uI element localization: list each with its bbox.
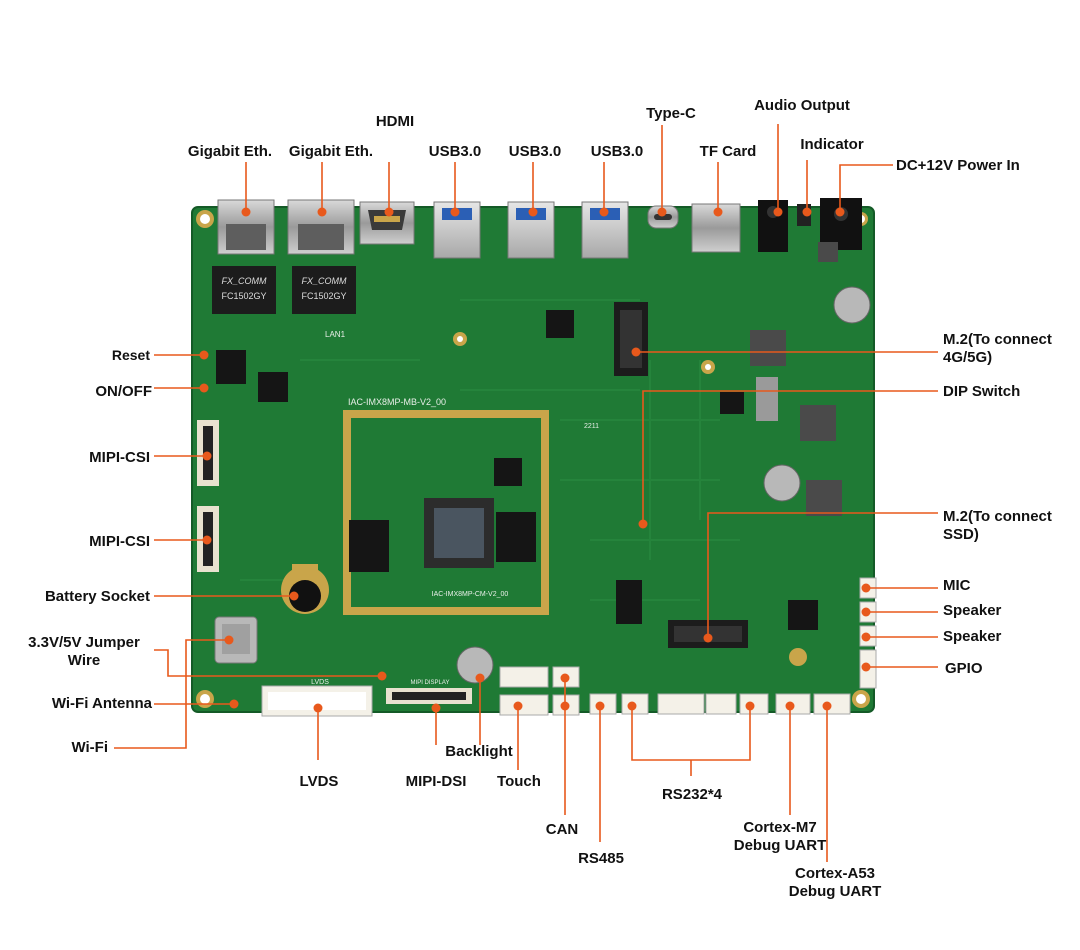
capacitors	[456, 286, 871, 684]
label-gigabit-eth-2: Gigabit Eth.	[288, 143, 374, 160]
label-lvds: LVDS	[299, 773, 339, 790]
label-mic: MIC	[943, 577, 971, 594]
label-jumper-wire: 3.3V/5V Jumper Wire	[28, 634, 140, 669]
label-usb30-3: USB3.0	[590, 143, 644, 160]
type-c-port	[647, 205, 679, 229]
svg-text:FC1502GY: FC1502GY	[301, 291, 346, 301]
label-mipi-dsi: MIPI-DSI	[405, 773, 467, 790]
label-battery-socket: Battery Socket	[44, 588, 150, 605]
usb3-port-1	[433, 201, 481, 259]
label-touch: Touch	[497, 773, 541, 790]
lan-transformer-2: FX_COMM FC1502GY	[292, 266, 356, 314]
som-module: IAC-IMX8MP-CM-V2_00	[343, 410, 549, 615]
label-can: CAN	[545, 821, 579, 838]
label-hdmi: HDMI	[375, 113, 415, 130]
m2-slot-4g	[614, 302, 648, 376]
label-usb30-1: USB3.0	[428, 143, 482, 160]
svg-text:FX_COMM: FX_COMM	[302, 276, 348, 286]
hdmi-port	[359, 201, 415, 245]
rj45-port-1	[217, 199, 275, 255]
label-tf-card: TF Card	[699, 143, 757, 160]
label-cortex-m7: Cortex-M7 Debug UART	[733, 819, 827, 854]
mipi-dsi-connector: MIPI DISPLAY	[386, 680, 472, 704]
leader-lines	[114, 124, 938, 862]
label-mipi-csi-1: MIPI-CSI	[89, 449, 150, 466]
label-backlight: Backlight	[445, 743, 513, 760]
label-m2-4g: M.2(To connect 4G/5G)	[943, 331, 1052, 366]
label-speaker-1: Speaker	[943, 602, 1002, 619]
marker-dots	[199, 207, 871, 713]
label-cortex-a53: Cortex-A53 Debug UART	[788, 865, 882, 900]
svg-text:FX_COMM: FX_COMM	[222, 276, 268, 286]
svg-text:FC1502GY: FC1502GY	[221, 291, 266, 301]
label-on-off: ON/OFF	[95, 383, 152, 400]
label-reset: Reset	[111, 347, 150, 363]
label-mipi-csi-2: MIPI-CSI	[89, 533, 150, 550]
inductors	[750, 242, 842, 516]
label-rs485: RS485	[578, 850, 624, 867]
label-dip-switch: DIP Switch	[943, 383, 1021, 400]
label-m2-ssd: M.2(To connect SSD)	[943, 508, 1052, 543]
silk-lan: LAN1	[325, 330, 346, 339]
board-chips	[216, 310, 818, 630]
rj45-port-2	[287, 199, 355, 255]
label-indicator: Indicator	[800, 136, 864, 153]
label-rs232: RS232*4	[661, 786, 723, 803]
label-wifi: Wi-Fi	[71, 739, 108, 756]
label-gpio: GPIO	[945, 660, 983, 677]
silk-2211: 2211	[584, 423, 599, 430]
label-dc-power: DC+12V Power In	[896, 157, 1020, 174]
label-speaker-2: Speaker	[943, 628, 1002, 645]
lan-transformer-1: FX_COMM FC1502GY	[212, 266, 276, 314]
label-audio-output: Audio Output	[754, 97, 850, 114]
label-type-c: Type-C	[646, 105, 696, 122]
battery-socket	[281, 564, 329, 614]
silk-main: IAC-IMX8MP-MB-V2_00	[348, 397, 446, 407]
label-wifi-antenna: Wi-Fi Antenna	[51, 695, 152, 712]
audio-jack	[758, 200, 788, 252]
label-usb30-2: USB3.0	[508, 143, 562, 160]
svg-text:MIPI DISPLAY: MIPI DISPLAY	[411, 680, 450, 686]
svg-text:LVDS: LVDS	[311, 679, 329, 686]
label-gigabit-eth-1: Gigabit Eth.	[187, 143, 273, 160]
svg-text:IAC-IMX8MP-CM-V2_00: IAC-IMX8MP-CM-V2_00	[432, 591, 509, 598]
